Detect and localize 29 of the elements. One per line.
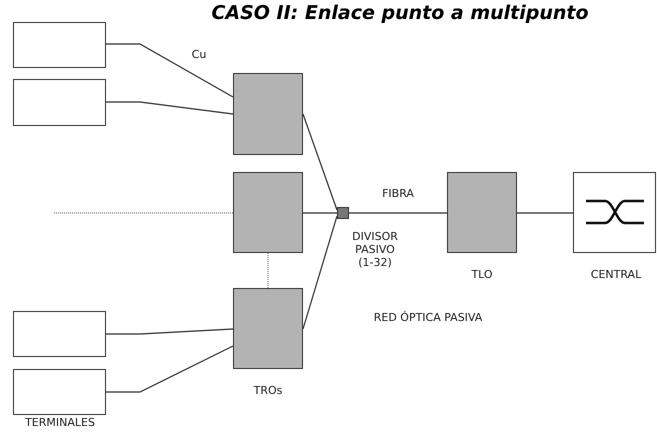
connector-line <box>517 212 573 214</box>
terminal-box <box>13 22 106 68</box>
connector-line <box>106 101 234 115</box>
connector-line <box>302 114 338 210</box>
central-label: CENTRAL <box>590 268 642 281</box>
central-box <box>573 172 656 253</box>
tro-box <box>233 172 303 253</box>
splitter-box <box>337 207 349 219</box>
wire-label: Cu <box>192 48 206 61</box>
tro-box <box>233 288 303 369</box>
fiber-label: FIBRA <box>382 187 414 200</box>
connector-line <box>106 328 234 335</box>
tro-box <box>233 73 303 155</box>
splitter-label: DIVISOR PASIVO (1-32) <box>351 230 399 269</box>
terminal-box <box>13 79 106 126</box>
connector-line <box>106 345 234 393</box>
tlo-label: TLO <box>471 268 493 281</box>
dotted-line <box>54 212 234 214</box>
connector-line <box>106 43 234 98</box>
connector-line <box>303 212 337 214</box>
terminal-box <box>13 369 106 415</box>
network-label: RED ÓPTICA PASIVA <box>374 311 482 324</box>
tro-group-label: TROs <box>254 384 282 397</box>
terminal-group-label: TERMINALES <box>25 416 95 429</box>
tlo-box <box>447 172 517 253</box>
connector-line <box>349 212 447 214</box>
diagram-title: CASO II: Enlace punto a multipunto <box>211 2 589 24</box>
terminal-box <box>13 311 106 357</box>
connector-line <box>302 216 338 330</box>
